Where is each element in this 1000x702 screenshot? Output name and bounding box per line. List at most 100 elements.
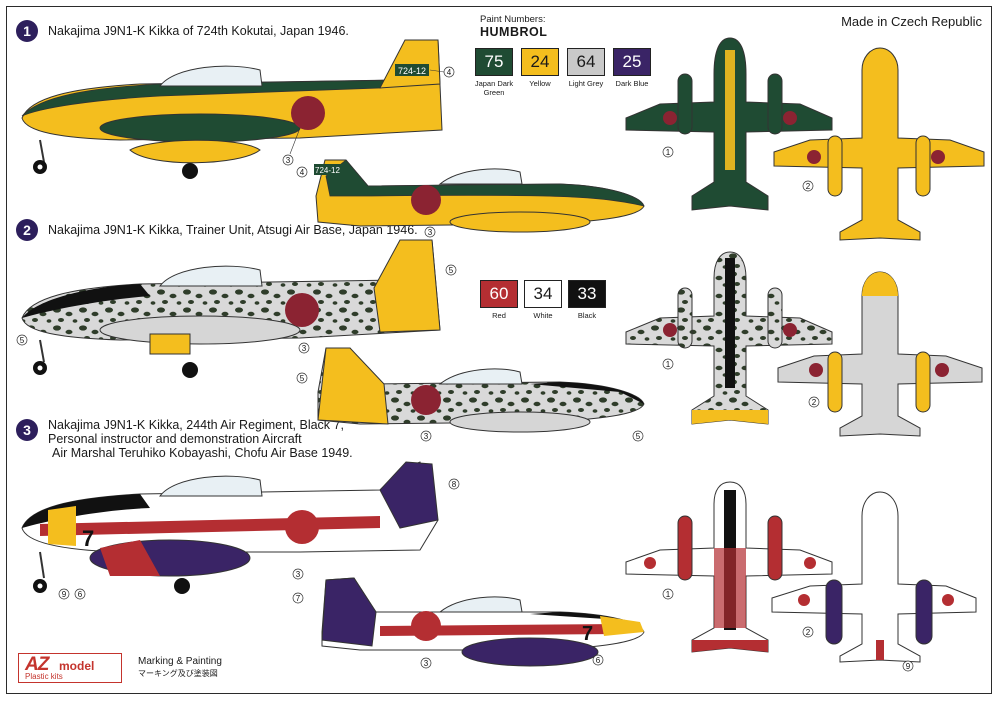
swatch-label-60: Red [492,311,506,320]
svg-text:3: 3 [428,228,433,237]
svg-text:3: 3 [424,432,429,441]
svg-text:5: 5 [20,336,25,345]
callout-1-a: 1 [662,146,674,158]
callout-2-b: 2 [808,396,820,408]
swatch-25: 25 [613,48,651,76]
swatch-label-64: Light Grey [568,79,604,88]
svg-text:3: 3 [286,156,291,165]
callout-3-d: 3 [420,430,432,442]
nose-number-1: 7 [82,526,94,551]
paint-numbers-header: Paint Numbers: HUMBROL [480,14,547,39]
logo-model: model [59,659,95,673]
callout-1-b: 1 [662,358,674,370]
svg-text:3: 3 [424,659,429,668]
callout-3-c: 3 [298,342,310,354]
callout-2-c: 2 [802,626,814,638]
scheme-1-side-view-left: 724-12 [314,159,645,233]
marking-painting-text: Marking & Painting [138,656,222,667]
svg-text:2: 2 [806,182,811,191]
callout-5-a: 5 [445,264,457,276]
svg-text:5: 5 [300,374,305,383]
scheme-3-side-view: 7 [21,461,439,594]
svg-text:9: 9 [62,590,67,599]
scheme-2-bottom-view [777,271,983,437]
svg-text:7: 7 [296,594,301,603]
scheme-1-badge: 1 [16,20,38,42]
swatch-label-75: Japan Dark Green [474,79,514,97]
azmodel-logo: AZ model Plastic kits [18,653,122,683]
callout-5-d: 5 [632,430,644,442]
svg-text:4: 4 [447,68,452,77]
callout-3-f: 3 [420,657,432,669]
swatch-label-33: Black [577,311,597,320]
scheme-3-side-view-left: 7 [321,577,645,667]
logo-plastic-kits: Plastic kits [25,672,63,681]
callout-4-b: 4 [296,166,308,178]
callouts: 4 3 4 3 1 2 5 5 3 5 3 5 1 2 8 3 9 6 7 3 … [16,66,914,672]
svg-text:1: 1 [666,360,671,369]
paint-brand: HUMBROL [480,25,548,39]
made-in-label: Made in Czech Republic [841,14,982,29]
scheme-3-title-line-3: Air Marshal Teruhiko Kobayashi, Chofu Ai… [52,446,353,460]
svg-text:5: 5 [449,266,454,275]
tail-code-2: 724-12 [315,166,340,175]
scheme-2-side-view [21,239,441,378]
swatch-64: 64 [567,48,605,76]
svg-text:5: 5 [636,432,641,441]
scheme-3-top-view [625,481,833,653]
callout-2-a: 2 [802,180,814,192]
svg-text:1: 1 [666,148,671,157]
callout-3-b: 3 [424,226,436,238]
callout-1-c: 1 [662,588,674,600]
paint-numbers-label: Paint Numbers: [480,14,546,25]
swatch-label-34: White [533,311,553,320]
scheme-3-bottom-view [771,491,977,663]
marking-painting-jp: マーキング及び塗装図 [138,669,218,678]
callout-6-b: 6 [592,654,604,666]
callout-4-a: 4 [429,66,455,78]
svg-text:9: 9 [906,662,911,671]
scheme-3-title: Nakajima J9N1-K Kikka, 244th Air Regimen… [48,418,353,460]
callout-3-a: 3 [282,127,301,166]
scheme-1-title: Nakajima J9N1-K Kikka of 724th Kokutai, … [48,24,349,38]
swatch-75: 75 [475,48,513,76]
sheet-frame [6,6,992,694]
marking-painting-label: Marking & Painting マーキング及び塗装図 [138,656,222,680]
svg-text:2: 2 [806,628,811,637]
swatch-34: 34 [524,280,562,308]
logo-az: AZ [25,654,49,675]
callout-5-c: 5 [296,372,308,384]
scheme-2-badge: 2 [16,219,38,241]
swatch-33: 33 [568,280,606,308]
nose-number-2: 7 [582,623,593,645]
svg-text:6: 6 [78,590,83,599]
scheme-1-bottom-view [773,47,985,241]
swatch-60: 60 [480,280,518,308]
svg-text:4: 4 [300,168,305,177]
svg-text:6: 6 [596,656,601,665]
svg-text:2: 2 [812,398,817,407]
scheme-3-title-line-2: Personal instructor and demonstration Ai… [48,432,302,446]
svg-text:3: 3 [302,344,307,353]
svg-text:8: 8 [452,480,457,489]
swatch-label-24: Yellow [529,79,551,88]
callout-8: 8 [448,478,460,490]
svg-text:3: 3 [296,570,301,579]
scheme-2-top-view [625,251,833,425]
scheme-3-badge: 3 [16,419,38,441]
svg-text:1: 1 [666,590,671,599]
callout-9-a: 9 [58,588,70,600]
scheme-1-top-view [625,37,833,211]
scheme-2-side-view-left [317,347,645,433]
callout-3-e: 3 [292,568,304,580]
callout-5-b: 5 [16,334,28,346]
callout-9-b: 9 [902,660,914,672]
callout-6-a: 6 [74,588,86,600]
scheme-1-side-view: 724-12 [21,39,443,179]
swatch-24: 24 [521,48,559,76]
swatch-label-25: Dark Blue [615,79,649,88]
scheme-2-title: Nakajima J9N1-K Kikka, Trainer Unit, Ats… [48,223,418,237]
callout-7: 7 [292,592,304,604]
scheme-3-title-line-1: Nakajima J9N1-K Kikka, 244th Air Regimen… [48,418,344,432]
